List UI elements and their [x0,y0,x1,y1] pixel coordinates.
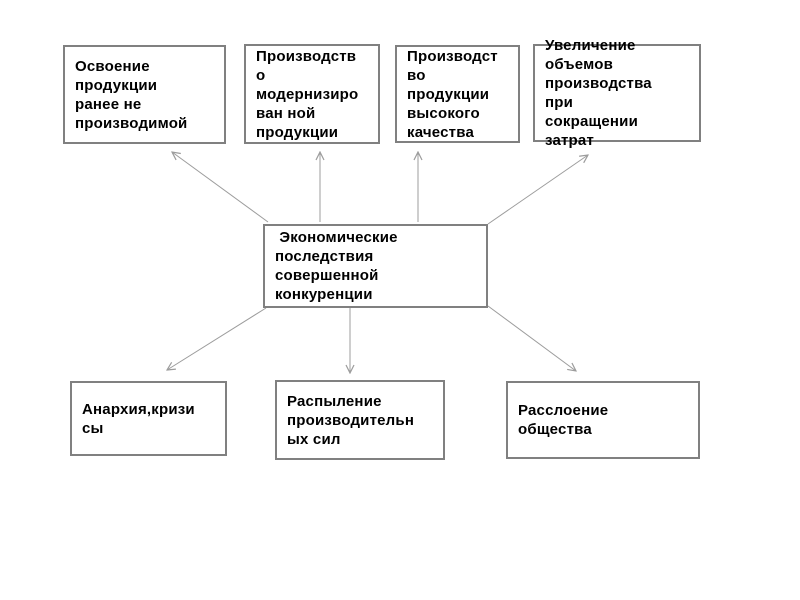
node-modernized-products-label: Производств о модернизиро ван ной продук… [256,47,359,141]
node-central-economic-consequences: Экономические последствия совершенной ко… [263,224,488,308]
arrow-center-to-stratification [487,305,576,371]
node-increased-output: Увеличение объемов производства при сокр… [533,37,701,149]
node-dispersion-of-forces-label: Распыление производительн ых сил [287,392,415,448]
node-anarchy-crises: Анархия,кризи сы [70,381,227,456]
node-anarchy-crises-label: Анархия,кризи сы [82,400,195,437]
node-dispersion-of-forces: Распыление производительн ых сил [275,380,445,460]
arrow-center-to-anarchy-crises [167,307,267,370]
arrow-center-to-increased-output [487,155,588,225]
node-high-quality-label: Производст во продукции высокого качеств… [407,47,498,141]
node-high-quality: Производст во продукции высокого качеств… [395,45,520,143]
node-modernized-products: Производств о модернизиро ван ной продук… [244,44,380,144]
node-new-products-label: Освоение продукции ранее не производимой [75,57,188,132]
node-increased-output-label: Увеличение объемов производства при сокр… [545,37,652,149]
node-central-label: Экономические последствия совершенной ко… [275,229,398,303]
node-stratification-label: Расслоение общества [518,402,609,438]
node-stratification: Расслоение общества [506,381,700,459]
arrow-center-to-new-products [172,152,269,223]
node-new-products: Освоение продукции ранее не производимой [63,45,226,144]
